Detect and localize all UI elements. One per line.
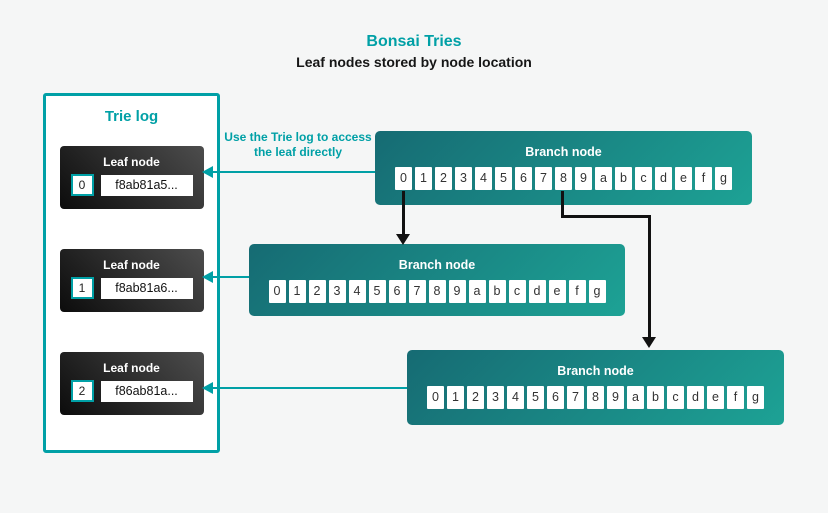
diagram-title: Bonsai Tries (366, 33, 462, 50)
branch-cell: 5 (368, 280, 386, 303)
branch-cell: g (747, 386, 764, 409)
branch-cell: b (488, 280, 506, 303)
branch-cell: 0 (427, 386, 444, 409)
connector-cell8-to-branch3-line (648, 215, 651, 339)
branch-cell: c (508, 280, 526, 303)
branch-cell: f (695, 167, 712, 190)
branch-node-3-label: Branch node (557, 364, 634, 378)
leaf-index-badge: 2 (70, 380, 94, 402)
branch-cell: 6 (388, 280, 406, 303)
diagram-header: Bonsai Tries Leaf nodes stored by node l… (0, 33, 828, 70)
branch-cell: 1 (447, 386, 464, 409)
branch-cell: 0 (268, 280, 286, 303)
branch-cell: a (627, 386, 644, 409)
branch-cell: c (667, 386, 684, 409)
branch-cell: e (675, 167, 692, 190)
branch-cell: 9 (575, 167, 592, 190)
branch-cell: 2 (308, 280, 326, 303)
branch-cell: 7 (535, 167, 552, 190)
branch-cell: 7 (567, 386, 584, 409)
branch-cell: e (548, 280, 566, 303)
branch-cell: c (635, 167, 652, 190)
branch-node-1-label: Branch node (525, 145, 602, 159)
branch-cell: 3 (487, 386, 504, 409)
leaf-node-label: Leaf node (103, 155, 160, 169)
leaf-hash-value: f86ab81a... (100, 380, 193, 402)
branch-cell: d (528, 280, 546, 303)
branch-cell: 1 (288, 280, 306, 303)
branch-cell: 4 (348, 280, 366, 303)
branch-cell: 8 (587, 386, 604, 409)
branch-cell: 9 (448, 280, 466, 303)
trie-log-panel: Trie log Leaf node 0 f8ab81a5... Leaf no… (43, 93, 220, 453)
branch-cell: f (727, 386, 744, 409)
branch-cell: 6 (547, 386, 564, 409)
arrow-branch3-to-leaf2-line (212, 387, 407, 389)
branch-node-2-label: Branch node (398, 258, 476, 272)
branch-cell: a (468, 280, 486, 303)
leaf-node-list: Leaf node 0 f8ab81a5... Leaf node 1 f8ab… (46, 146, 217, 415)
leaf-node-row: 1 f8ab81a6... (60, 277, 204, 299)
branch-cell: 2 (467, 386, 484, 409)
branch-cell: 4 (475, 167, 492, 190)
branch-cell: 3 (328, 280, 346, 303)
connector-cell8-drop-line (561, 191, 564, 218)
connector-cell8-horizontal-line (561, 215, 651, 218)
branch-cell: 8 (555, 167, 572, 190)
leaf-node-label: Leaf node (103, 258, 160, 272)
arrow-left-icon (202, 166, 213, 178)
leaf-node-card: Leaf node 0 f8ab81a5... (59, 146, 204, 209)
arrow-left-icon (202, 271, 213, 283)
leaf-hash-value: f8ab81a5... (100, 174, 193, 196)
branch-cell: 5 (495, 167, 512, 190)
branch-cell: 3 (455, 167, 472, 190)
leaf-node-row: 0 f8ab81a5... (60, 174, 204, 196)
annotation-use-trie-log: Use the Trie log to access the leaf dire… (224, 130, 372, 159)
branch-cell: 1 (415, 167, 432, 190)
branch-cell: g (588, 280, 606, 303)
leaf-index-badge: 1 (70, 277, 94, 299)
branch-cell: 2 (435, 167, 452, 190)
branch-cell: b (615, 167, 632, 190)
leaf-node-row: 2 f86ab81a... (60, 380, 204, 402)
arrow-down-icon (642, 337, 656, 348)
arrow-branch2-to-leaf1-line (212, 276, 249, 278)
leaf-index-badge: 0 (70, 174, 94, 196)
leaf-node-card: Leaf node 2 f86ab81a... (59, 352, 204, 415)
branch-cell: e (707, 386, 724, 409)
diagram-subtitle: Leaf nodes stored by node location (296, 54, 532, 70)
branch-cell: d (687, 386, 704, 409)
branch-cell: 6 (515, 167, 532, 190)
branch-cell: f (568, 280, 586, 303)
branch-cell: 8 (428, 280, 446, 303)
branch-cell: a (595, 167, 612, 190)
leaf-node-card: Leaf node 1 f8ab81a6... (59, 249, 204, 312)
arrow-left-icon (202, 382, 213, 394)
branch-cell: 0 (395, 167, 412, 190)
arrow-branch1-to-leaf0-line (212, 171, 375, 173)
leaf-node-label: Leaf node (103, 361, 160, 375)
branch-cell: 4 (507, 386, 524, 409)
branch-cell: g (715, 167, 732, 190)
branch-cell: b (647, 386, 664, 409)
branch-cell: d (655, 167, 672, 190)
arrow-down-icon (396, 234, 410, 245)
branch-cell: 7 (408, 280, 426, 303)
connector-cell0-to-branch2-line (402, 191, 405, 236)
leaf-hash-value: f8ab81a6... (100, 277, 193, 299)
branch-cell: 9 (607, 386, 624, 409)
branch-cell: 5 (527, 386, 544, 409)
trie-log-title: Trie log (104, 108, 159, 125)
